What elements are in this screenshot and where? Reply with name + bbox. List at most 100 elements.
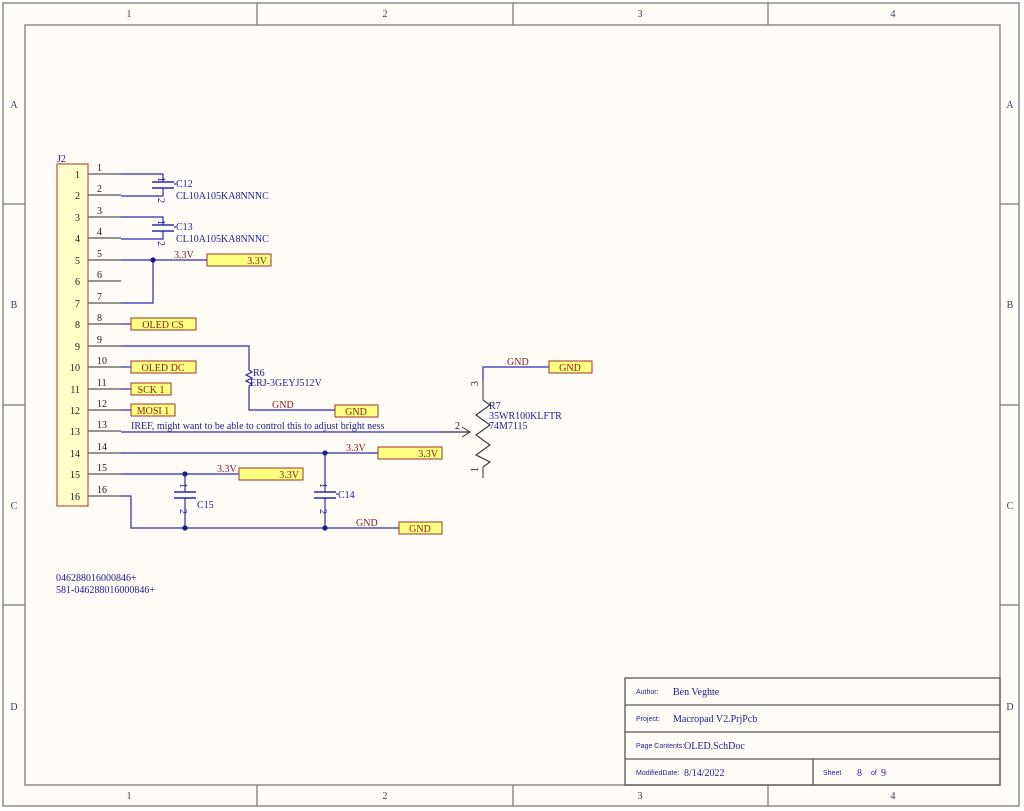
project-value: Macropad V2.PrjPcb xyxy=(673,714,757,725)
contents-value: OLED.SchDoc xyxy=(684,741,745,752)
part-number: 581-046288016000846+ xyxy=(56,585,155,596)
connector-pin-designator: 11 xyxy=(97,378,107,389)
c14-designator: C14 xyxy=(338,490,355,501)
col-label: 3 xyxy=(638,9,643,20)
connector-j2[interactable]: J2 1122334455667788991010111112121313141… xyxy=(56,154,121,507)
iref-note: IREF, might want to be able to control t… xyxy=(131,421,384,432)
port-gnd-caps-label: GND xyxy=(409,524,431,535)
net-label-gnd: GND xyxy=(356,518,378,529)
port-3v3-b[interactable] xyxy=(377,446,443,460)
port-3v3-label: 3.3V xyxy=(247,256,268,267)
net-3v3-pins-5-7[interactable]: 3.3V 3.3V xyxy=(121,250,272,304)
connector-pin-designator: 13 xyxy=(97,420,107,431)
port-gnd-r6[interactable] xyxy=(334,404,379,418)
c12-pin2: 2 xyxy=(155,198,166,203)
connector-part-numbers: 046288016000846+ 581-046288016000846+ xyxy=(56,573,155,596)
c13-pin1: 1 xyxy=(155,220,166,225)
port-oled-cs-label: OLED CS xyxy=(142,320,183,331)
row-label: C xyxy=(11,501,18,512)
connector-body[interactable] xyxy=(56,163,89,507)
connector-pin-designator: 6 xyxy=(97,270,102,281)
net-label-gnd: GND xyxy=(272,400,294,411)
frame-row-labels-right: A B C D xyxy=(1006,100,1014,713)
net-label-3v3: 3.3V xyxy=(174,250,195,261)
col-label: 3 xyxy=(638,791,643,802)
contents-label: Page Contents: xyxy=(636,743,684,750)
sheet-of-label: of xyxy=(871,770,877,777)
row-label: B xyxy=(11,300,18,311)
connector-pin-number: 16 xyxy=(70,492,80,503)
connector-pin-number: 14 xyxy=(70,449,80,460)
capacitor-c12[interactable]: C12 CL10A105KA8NNNC 1 2 xyxy=(121,173,269,203)
r7-value2: 74M7115 xyxy=(489,421,528,432)
c12-pin1: 1 xyxy=(155,177,166,182)
port-oled-cs[interactable]: OLED CS xyxy=(121,317,197,331)
port-mosi[interactable]: MOSI 1 xyxy=(121,403,176,417)
port-gnd-r6-label: GND xyxy=(345,407,367,418)
connector-pin-number: 1 xyxy=(75,170,80,181)
r7-pin1: 1 xyxy=(470,467,481,472)
net-label-3v3: 3.3V xyxy=(217,464,238,475)
c15-pin2: 2 xyxy=(177,509,188,514)
port-3v3-c[interactable] xyxy=(238,467,304,481)
project-label: Project: xyxy=(636,716,660,723)
col-label: 1 xyxy=(127,791,132,802)
connector-pin-designator: 12 xyxy=(97,399,107,410)
col-label: 1 xyxy=(127,9,132,20)
r6-designator: R6 xyxy=(253,368,265,379)
port-3v3-c-label: 3.3V xyxy=(279,470,300,481)
port-sck[interactable]: SCK 1 xyxy=(121,382,172,396)
connector-pin-number: 15 xyxy=(70,470,80,481)
port-3v3[interactable] xyxy=(206,253,272,267)
r7-pin2: 2 xyxy=(455,421,460,432)
connector-pin-number: 3 xyxy=(75,213,80,224)
c12-designator: C12 xyxy=(176,179,193,190)
connector-pin-designator: 3 xyxy=(97,206,102,217)
c13-value: CL10A105KA8NNNC xyxy=(176,234,269,245)
connector-pin-number: 6 xyxy=(75,277,80,288)
resistor-r6[interactable]: R6 ERJ-3GEYJ512V GND GND xyxy=(121,345,379,418)
connector-pin-designator: 15 xyxy=(97,463,107,474)
connector-designator: J2 xyxy=(57,154,66,165)
port-gnd-caps[interactable] xyxy=(398,521,443,535)
c14-pin2: 2 xyxy=(317,509,328,514)
row-label: C xyxy=(1007,501,1014,512)
connector-pin-number: 2 xyxy=(75,191,80,202)
net-label-3v3: 3.3V xyxy=(346,443,367,454)
connector-pin-designator: 7 xyxy=(97,292,102,303)
frame-column-labels-bottom: 1 2 3 4 xyxy=(127,791,896,802)
capacitor-c13[interactable]: C13 CL10A105KA8NNNC 1 2 xyxy=(121,216,269,246)
potentiometer-r7[interactable]: 3 1 R7 35WR100KLFTR 74M7115 GND GND xyxy=(470,357,593,478)
connector-pin-designator: 16 xyxy=(97,485,107,496)
col-label: 2 xyxy=(383,791,388,802)
r7-value: 35WR100KLFTR xyxy=(489,411,562,422)
c13-pin2: 2 xyxy=(155,241,166,246)
net-gnd-pin16[interactable]: GND GND xyxy=(121,495,443,535)
connector-pin-number: 5 xyxy=(75,256,80,267)
connector-pin-number: 8 xyxy=(75,320,80,331)
connector-pins: 1122334455667788991010111112121313141415… xyxy=(70,163,121,503)
port-gnd-r7[interactable] xyxy=(548,360,593,374)
port-oled-dc[interactable]: OLED DC xyxy=(121,360,197,374)
capacitor-c14[interactable]: C14 1 2 xyxy=(314,453,355,528)
col-label: 4 xyxy=(891,9,896,20)
sheet-total: 9 xyxy=(881,768,886,779)
row-label: A xyxy=(10,100,18,111)
sheet-number: 8 xyxy=(857,768,862,779)
r6-value: ERJ-3GEYJ512V xyxy=(250,378,322,389)
junction-dot xyxy=(322,525,328,531)
port-mosi-label: MOSI 1 xyxy=(137,406,170,417)
connector-pin-number: 9 xyxy=(75,342,80,353)
c14-pin1: 1 xyxy=(317,483,328,488)
sheet-label: Sheet xyxy=(823,770,841,777)
net-iref[interactable]: IREF, might want to be able to control t… xyxy=(121,421,471,438)
capacitor-c15[interactable]: C15 1 2 xyxy=(174,474,214,528)
date-label: ModifiedDate: xyxy=(636,770,679,777)
net-3v3-pin14[interactable]: 3.3V 3.3V xyxy=(121,443,443,460)
net-3v3-pin15[interactable]: 3.3V 3.3V xyxy=(121,464,304,481)
port-oled-dc-label: OLED DC xyxy=(141,363,184,374)
frame-row-labels-left: A B C D xyxy=(10,100,18,713)
connector-pin-number: 7 xyxy=(75,299,80,310)
